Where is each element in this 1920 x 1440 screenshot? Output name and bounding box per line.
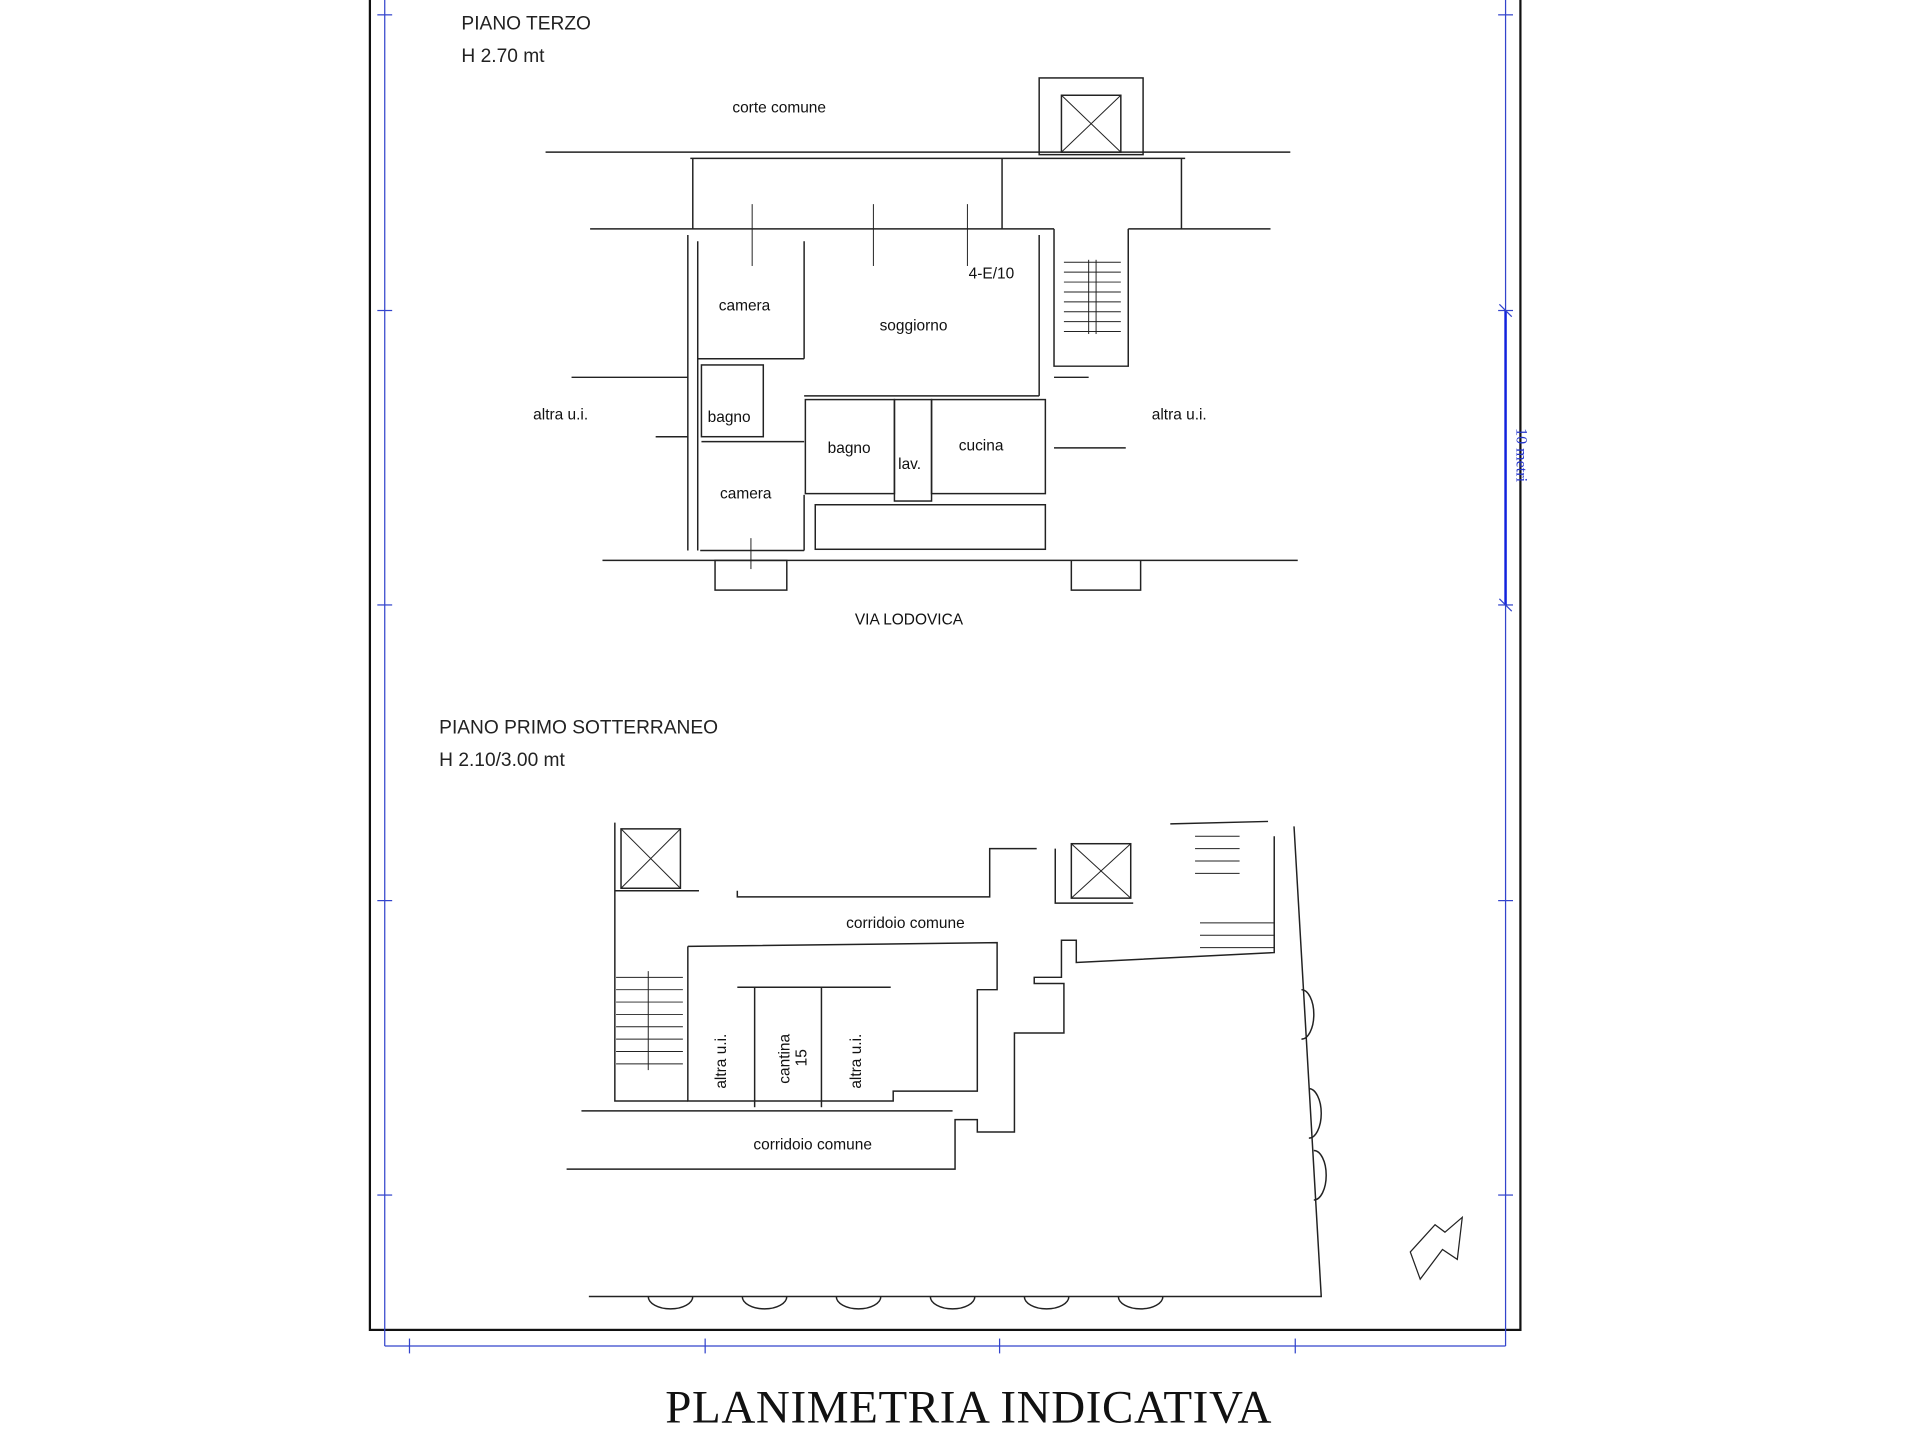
upper-floor-height: H 2.70 mt <box>461 46 545 67</box>
caption: PLANIMETRIA INDICATIVA <box>665 1382 1272 1434</box>
upper-floor-walls <box>545 77 1298 591</box>
label-soggiorno: soggiorno <box>880 317 948 334</box>
label-cucina: cucina <box>959 437 1004 454</box>
label-altra-ui-basement-right: altra u.i. <box>848 1034 865 1089</box>
label-camera-2: camera <box>720 486 772 503</box>
label-cantina-number: 15 <box>794 1049 811 1066</box>
basement-height: H 2.10/3.00 mt <box>439 750 565 771</box>
basement-labels: corridoio comune altra u.i. cantina 15 a… <box>713 915 965 1153</box>
basement-walls <box>566 820 1327 1310</box>
basement-title: PIANO PRIMO SOTTERRANEO <box>439 718 718 739</box>
label-altra-ui-right: altra u.i. <box>1152 406 1207 423</box>
label-corridoio-bottom: corridoio comune <box>753 1136 872 1153</box>
upper-floor-title: PIANO TERZO <box>461 14 591 35</box>
label-altra-ui-basement-left: altra u.i. <box>713 1034 730 1089</box>
label-lav: lav. <box>898 456 921 473</box>
label-corridoio-top: corridoio comune <box>846 915 965 932</box>
label-bagno-2: bagno <box>828 440 871 457</box>
label-bagno-1: bagno <box>708 409 751 426</box>
label-cantina: cantina <box>776 1033 793 1083</box>
label-camera-1: camera <box>719 298 771 315</box>
upper-floor-labels: corte comune 4-E/10 camera soggiorno bag… <box>533 100 1207 629</box>
margin-guides <box>377 0 1513 1354</box>
scale-bar: 10 metri <box>1498 303 1530 612</box>
label-corte-comune: corte comune <box>732 100 826 117</box>
scale-label: 10 metri <box>1513 428 1530 483</box>
drawing-frame <box>368 0 1522 1332</box>
label-altra-ui-left: altra u.i. <box>533 406 588 423</box>
north-arrow-icon <box>1409 1215 1464 1281</box>
label-unit-id: 4-E/10 <box>969 265 1015 282</box>
label-street: VIA LODOVICA <box>855 612 964 629</box>
